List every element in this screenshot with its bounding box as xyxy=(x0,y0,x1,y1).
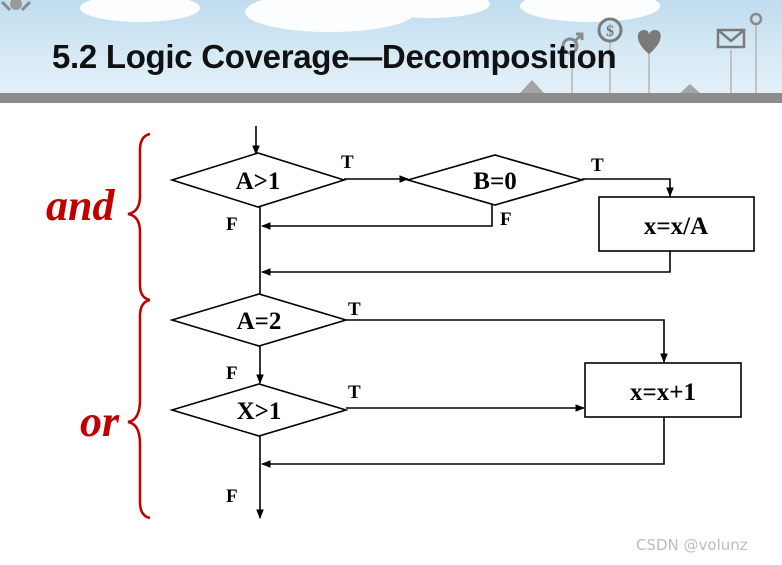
header-decoration: $ xyxy=(0,0,763,93)
edge-div-merge xyxy=(261,251,671,276)
or-bracket xyxy=(127,298,151,520)
cloud-icon xyxy=(80,0,660,32)
process-x-div-a: x=x/A xyxy=(598,196,755,252)
or-label: or xyxy=(80,397,120,446)
decision-a-gt-1: A>1 xyxy=(169,152,347,208)
label-a2-true: T xyxy=(348,299,361,320)
svg-text:$: $ xyxy=(606,23,614,40)
process-x-plus-1-label: x=x+1 xyxy=(630,379,696,406)
decision-a-eq-2-label: A=2 xyxy=(237,308,282,335)
label-a1-false: F xyxy=(226,214,238,235)
process-x-div-a-label: x=x/A xyxy=(644,213,708,240)
edge-b0-true xyxy=(582,178,674,197)
watermark: CSDN @volunz xyxy=(636,536,748,554)
label-b0-true: T xyxy=(591,155,604,176)
slide-title: 5.2 Logic Coverage—Decomposition xyxy=(52,38,617,75)
decision-x-gt-1-label: X>1 xyxy=(237,398,282,425)
decision-b-eq-0-label: B=0 xyxy=(473,168,516,195)
heart-icon xyxy=(637,30,661,54)
label-a2-false: F xyxy=(226,363,238,384)
header-divider xyxy=(0,93,782,103)
edge-plus-merge xyxy=(261,417,665,468)
decision-a-eq-2: A=2 xyxy=(169,293,349,347)
decision-b-eq-0: B=0 xyxy=(405,154,585,206)
decision-x-gt-1: X>1 xyxy=(169,383,349,437)
male-icon xyxy=(561,32,584,55)
and-bracket xyxy=(127,132,151,302)
label-b0-false: F xyxy=(500,209,512,230)
label-x1-true: T xyxy=(348,382,361,403)
label-a1-true: T xyxy=(341,152,354,173)
decision-a-gt-1-label: A>1 xyxy=(236,168,281,195)
slide-header: $ 5.2 Logic Co xyxy=(0,0,782,103)
flow-edges xyxy=(252,126,674,519)
sun-icon xyxy=(0,0,32,12)
label-x1-false: F xyxy=(226,486,238,507)
process-x-plus-1: x=x+1 xyxy=(584,362,742,418)
edge-b0-false xyxy=(261,204,493,230)
mail-icon xyxy=(716,28,746,49)
edge-a2-true xyxy=(346,319,668,363)
and-label: and xyxy=(46,181,115,230)
dollar-icon: $ xyxy=(597,17,623,43)
